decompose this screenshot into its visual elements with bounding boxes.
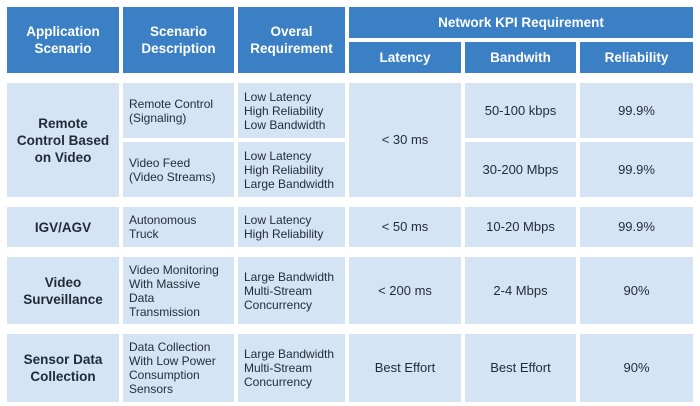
- reliability-cell: 99.9%: [580, 142, 694, 197]
- scenario-video-surveillance: Video Surveillance: [7, 257, 119, 324]
- table-row: Sensor Data Collection Data Collection W…: [7, 334, 694, 402]
- header-scenario-description: Scenario Description: [123, 7, 234, 73]
- reliability-cell: 90%: [580, 257, 694, 324]
- bandwidth-cell: Best Effort: [465, 334, 576, 402]
- header-latency: Latency: [349, 42, 461, 73]
- header-row-2: Latency Bandwith Reliability: [7, 42, 694, 73]
- scenario-remote-control: Remote Control Based on Video: [7, 83, 119, 197]
- description-cell: Autonomous Truck: [123, 207, 234, 247]
- header-network-kpi: Network KPI Requirement: [349, 7, 694, 38]
- latency-cell: Best Effort: [349, 334, 461, 402]
- bandwidth-cell: 30-200 Mbps: [465, 142, 576, 197]
- bandwidth-cell: 50-100 kbps: [465, 83, 576, 138]
- description-cell: Video Feed (Video Streams): [123, 142, 234, 197]
- header-application-scenario: Application Scenario: [7, 7, 119, 73]
- latency-cell: < 30 ms: [349, 83, 461, 197]
- requirement-cell: Low Latency High Reliability: [238, 207, 345, 247]
- scenario-sensor-data: Sensor Data Collection: [7, 334, 119, 402]
- table-row: IGV/AGV Autonomous Truck Low Latency Hig…: [7, 207, 694, 247]
- reliability-cell: 99.9%: [580, 207, 694, 247]
- table-row: Video Surveillance Video Monitoring With…: [7, 257, 694, 324]
- reliability-cell: 99.9%: [580, 83, 694, 138]
- requirement-cell: Low Latency High Reliability Large Bandw…: [238, 142, 345, 197]
- requirement-cell: Low Latency High Reliability Low Bandwid…: [238, 83, 345, 138]
- description-cell: Data Collection With Low Power Consumpti…: [123, 334, 234, 402]
- bandwidth-cell: 10-20 Mbps: [465, 207, 576, 247]
- table-row: Remote Control Based on Video Remote Con…: [7, 83, 694, 197]
- bandwidth-cell: 2-4 Mbps: [465, 257, 576, 324]
- kpi-requirements-table: Application Scenario Scenario Descriptio…: [3, 3, 697, 406]
- description-cell: Remote Control (Signaling): [123, 83, 234, 138]
- header-bandwidth: Bandwith: [465, 42, 576, 73]
- reliability-cell: 90%: [580, 334, 694, 402]
- latency-cell: < 200 ms: [349, 257, 461, 324]
- header-reliability: Reliability: [580, 42, 694, 73]
- requirement-cell: Large Bandwidth Multi-Stream Concurrency: [238, 257, 345, 324]
- latency-cell: < 50 ms: [349, 207, 461, 247]
- table-row: Video Feed (Video Streams) Low Latency H…: [7, 142, 694, 197]
- header-overall-requirement: Overal Requirement: [238, 7, 345, 73]
- description-cell: Video Monitoring With Massive Data Trans…: [123, 257, 234, 324]
- header-row-1: Application Scenario Scenario Descriptio…: [7, 7, 694, 73]
- scenario-igv-agv: IGV/AGV: [7, 207, 119, 247]
- requirement-cell: Large Bandwidth Multi-Stream Concurrency: [238, 334, 345, 402]
